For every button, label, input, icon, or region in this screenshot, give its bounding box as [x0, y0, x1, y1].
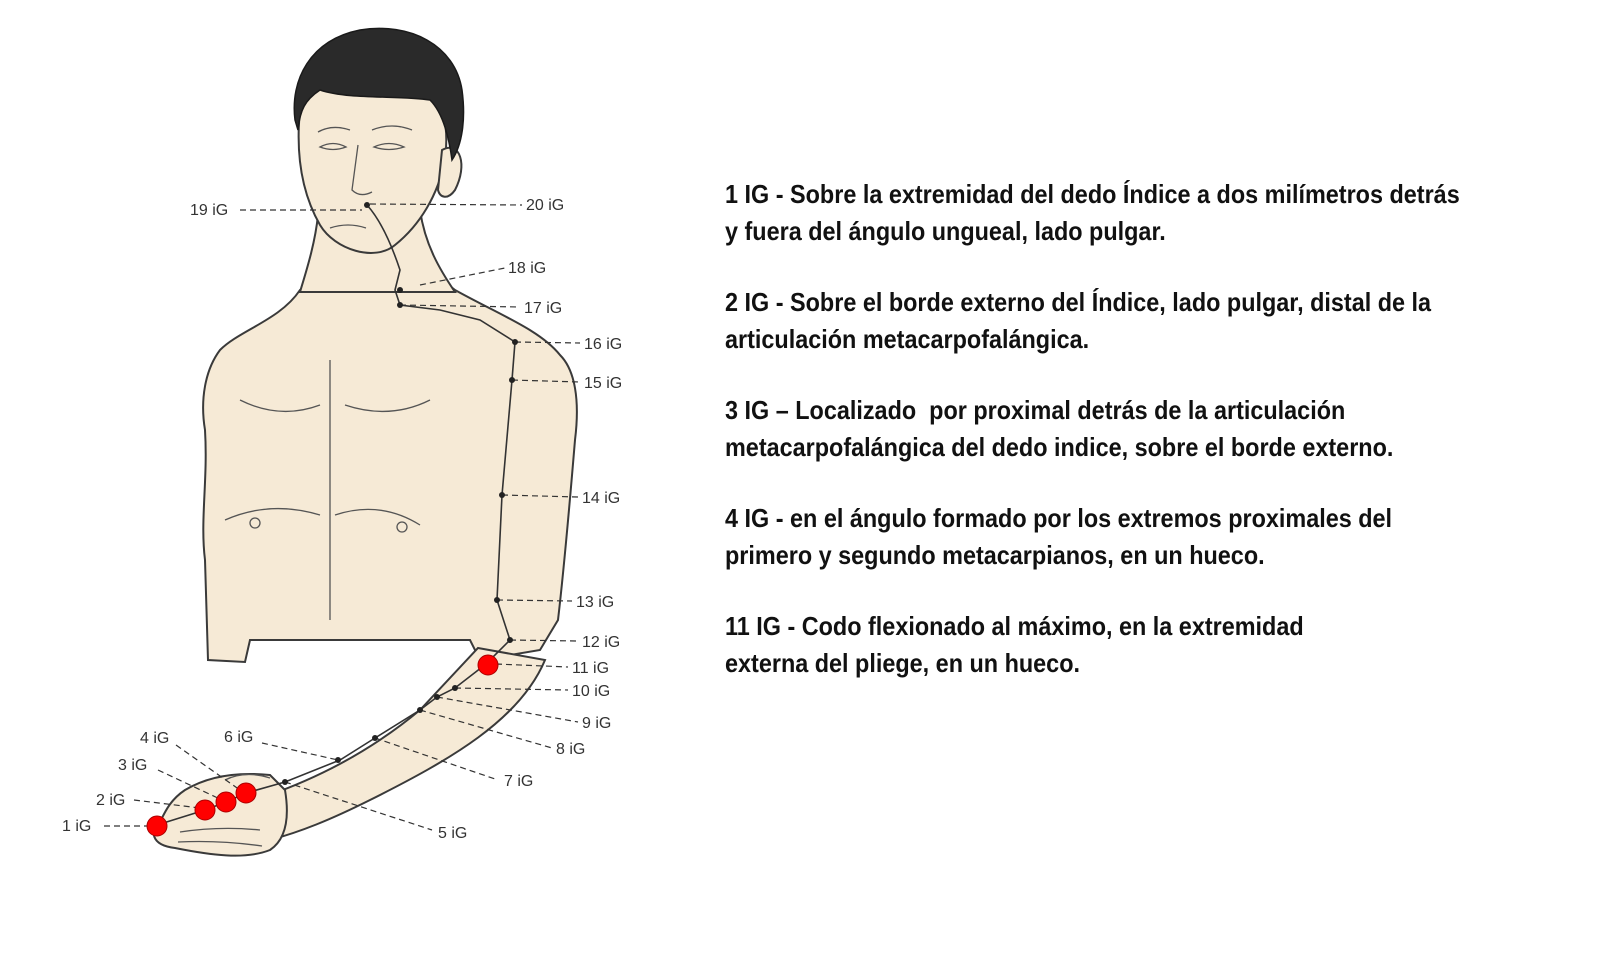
description-11-ig: 11 IG - Codo flexionado al máximo, en la…	[725, 608, 1580, 682]
label-7-ig: 7 iG	[504, 773, 533, 790]
point-dots	[282, 202, 518, 785]
body-hair	[293, 27, 465, 163]
description-3-ig: 3 IG – Localizado por proximal detrás de…	[725, 392, 1580, 466]
face-eyes	[318, 142, 406, 151]
body-ear	[436, 146, 463, 198]
leader-lines	[104, 203, 581, 831]
meridian-figure: 1 iG 2 iG 3 iG 4 iG 5 iG 6 iG 7 iG 8 iG …	[62, 27, 622, 857]
description-1-line2: y fuera del ángulo ungueal, lado pulgar.	[725, 216, 1166, 246]
description-2-ig: 2 IG - Sobre el borde externo del Índice…	[725, 284, 1580, 358]
description-1-line1: 1 IG - Sobre la extremidad del dedo Índi…	[725, 179, 1460, 209]
meridian-line	[156, 204, 516, 826]
point-4-marker	[235, 782, 257, 804]
body-torso	[202, 269, 578, 664]
point-1-marker	[146, 815, 168, 837]
face-nose	[351, 144, 373, 196]
description-3-line2: metacarpofalángica del dedo indice, sobr…	[725, 432, 1394, 462]
highlighted-points	[146, 654, 499, 837]
label-2-ig: 2 iG	[96, 792, 125, 809]
label-5-ig: 5 iG	[438, 825, 467, 842]
description-2-line2: articulación metacarpofalángica.	[725, 324, 1090, 354]
label-19-ig: 19 iG	[190, 202, 228, 219]
description-4-line1: 4 IG - en el ángulo formado por los extr…	[725, 503, 1393, 533]
label-9-ig: 9 iG	[582, 715, 611, 732]
point-2-marker	[194, 799, 216, 821]
point-labels: 1 iG 2 iG 3 iG 4 iG 5 iG 6 iG 7 iG 8 iG …	[62, 197, 622, 842]
label-1-ig: 1 iG	[62, 818, 91, 835]
description-4-ig: 4 IG - en el ángulo formado por los extr…	[725, 500, 1580, 574]
hand-fingers	[177, 773, 271, 847]
description-4-line2: primero y segundo metacarpianos, en un h…	[725, 540, 1265, 570]
label-14-ig: 14 iG	[582, 490, 620, 507]
label-10-ig: 10 iG	[572, 683, 610, 700]
point-3-marker	[215, 791, 237, 813]
description-11-line2: externa del pliege, en un hueco.	[725, 648, 1080, 678]
label-18-ig: 18 iG	[508, 260, 546, 277]
face-eyebrows	[317, 125, 413, 133]
label-11-ig: 11 iG	[572, 660, 609, 677]
label-20-ig: 20 iG	[526, 197, 564, 214]
label-8-ig: 8 iG	[556, 741, 585, 758]
point-11-marker	[477, 654, 499, 676]
label-13-ig: 13 iG	[576, 594, 614, 611]
body-hand	[152, 772, 288, 857]
label-16-ig: 16 iG	[584, 336, 622, 353]
chest-lines	[224, 360, 431, 620]
chest-nipple-right	[396, 521, 408, 533]
label-17-ig: 17 iG	[524, 300, 562, 317]
label-12-ig: 12 iG	[582, 634, 620, 651]
label-4-ig: 4 iG	[140, 730, 169, 747]
body-forearm	[253, 646, 547, 842]
chest-nipple-left	[249, 517, 261, 529]
face-mouth	[329, 224, 367, 229]
label-15-ig: 15 iG	[584, 375, 622, 392]
label-6-ig: 6 iG	[224, 729, 253, 746]
description-3-line1: 3 IG – Localizado por proximal detrás de…	[725, 395, 1346, 425]
description-1-ig: 1 IG - Sobre la extremidad del dedo Índi…	[725, 176, 1580, 250]
point-descriptions: 1 IG - Sobre la extremidad del dedo Índi…	[725, 176, 1585, 716]
description-11-line1: 11 IG - Codo flexionado al máximo, en la…	[725, 611, 1304, 641]
description-2-line1: 2 IG - Sobre el borde externo del Índice…	[725, 287, 1432, 317]
label-3-ig: 3 iG	[118, 757, 147, 774]
